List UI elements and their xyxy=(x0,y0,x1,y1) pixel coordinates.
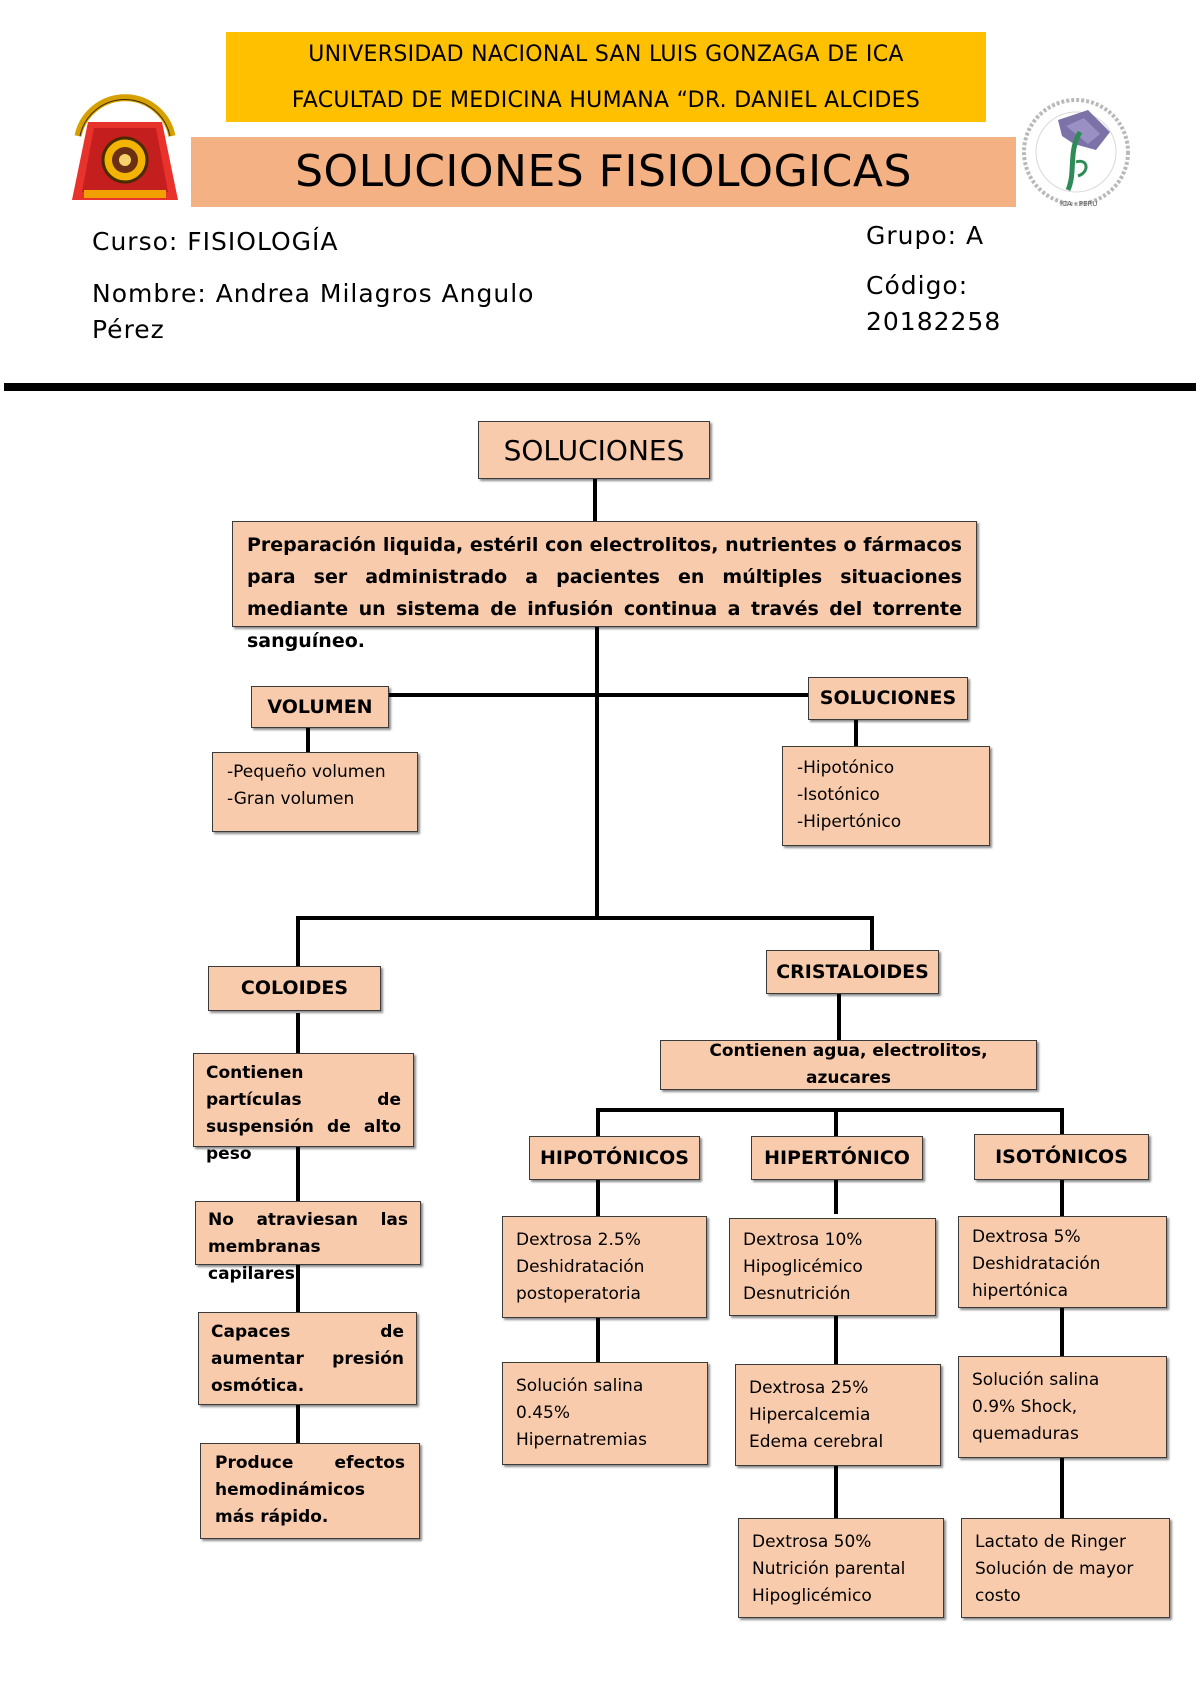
node-hipertonico-3: Dextrosa 50% Nutrición parental Hipoglic… xyxy=(738,1518,944,1618)
connector-line xyxy=(1060,1458,1064,1518)
node-coloides-2: No atraviesan las membranas capilares xyxy=(195,1201,421,1284)
connector-line xyxy=(837,994,841,1040)
header-band: UNIVERSIDAD NACIONAL SAN LUIS GONZAGA DE… xyxy=(226,32,986,122)
node-hipertonico-1: Dextrosa 10% Hipoglicémico Desnutrición xyxy=(729,1218,936,1316)
node-isotonicos-1: Dextrosa 5% Deshidratación hipertónica xyxy=(958,1216,1167,1308)
connector-line xyxy=(834,1180,838,1214)
connector-line xyxy=(834,1466,838,1518)
university-name: UNIVERSIDAD NACIONAL SAN LUIS GONZAGA DE… xyxy=(308,42,904,67)
node-cristaloides: CRISTALOIDES xyxy=(766,950,939,994)
student-name: Nombre: Andrea Milagros Angulo Pérez xyxy=(92,279,535,344)
node-hipertonico: HIPERTÓNICO xyxy=(751,1136,923,1180)
university-seal-icon xyxy=(72,94,178,200)
connector-line xyxy=(296,916,300,966)
faculty-seal-icon: ICA - PERU xyxy=(1022,98,1130,208)
connector-line xyxy=(596,1108,600,1136)
connector-line xyxy=(834,1316,838,1364)
node-hipertonico-2: Dextrosa 25% Hipercalcemia Edema cerebra… xyxy=(735,1364,941,1466)
faculty-name: FACULTAD DE MEDICINA HUMANA “DR. DANIEL … xyxy=(291,88,921,113)
node-hipotonicos-1: Dextrosa 2.5% Deshidratación postoperato… xyxy=(502,1216,707,1318)
connector-line xyxy=(1060,1180,1064,1216)
connector-line xyxy=(296,1265,300,1312)
page-title: SOLUCIONES FISIOLOGICAS xyxy=(191,137,1016,207)
connector-line xyxy=(296,1147,300,1201)
node-root-soluciones: SOLUCIONES xyxy=(478,421,710,479)
node-definition: Preparación liquida, estéril con electro… xyxy=(232,521,977,652)
connector-line xyxy=(596,1180,600,1216)
node-isotonicos: ISOTÓNICOS xyxy=(974,1134,1149,1180)
svg-text:ICA - PERU: ICA - PERU xyxy=(1060,200,1097,208)
connector-line xyxy=(1060,1108,1064,1136)
code-label: Código: xyxy=(866,271,969,300)
node-coloides: COLOIDES xyxy=(208,966,381,1011)
node-coloides-3: Capaces de aumentar presión osmótica. xyxy=(198,1312,417,1405)
connector-line xyxy=(834,1108,838,1136)
connector-line xyxy=(1060,1308,1064,1356)
connector-line xyxy=(854,720,858,746)
connector-line xyxy=(593,479,597,521)
connector-line xyxy=(296,916,874,920)
node-soluciones-items: -Hipotónico -Isotónico -Hipertónico xyxy=(782,746,990,846)
group-label: Grupo: A xyxy=(866,221,985,250)
connector-line xyxy=(870,916,874,950)
connector-line xyxy=(388,693,808,697)
connector-line xyxy=(296,1013,300,1053)
connector-line xyxy=(306,727,310,752)
code-value: 20182258 xyxy=(866,307,1002,336)
node-hipotonicos-2: Solución salina 0.45% Hipernatremias xyxy=(502,1362,708,1465)
node-volumen: VOLUMEN xyxy=(251,686,389,728)
node-isotonicos-2: Solución salina 0.9% Shock, quemaduras xyxy=(958,1356,1167,1458)
connector-line xyxy=(596,1108,1064,1112)
header-divider xyxy=(4,383,1196,391)
connector-line xyxy=(595,627,599,917)
node-cristaloides-desc: Contienen agua, electrolitos, azucares xyxy=(660,1040,1037,1090)
node-volumen-items: -Pequeño volumen -Gran volumen xyxy=(212,752,418,832)
node-hipotonicos: HIPOTÓNICOS xyxy=(529,1136,700,1180)
node-coloides-4: Produce efectos hemodinámicos más rápido… xyxy=(200,1443,420,1539)
node-isotonicos-3: Lactato de Ringer Solución de mayor cost… xyxy=(961,1518,1170,1618)
course-label: Curso: FISIOLOGÍA xyxy=(92,227,339,256)
connector-line xyxy=(596,1318,600,1362)
connector-line xyxy=(296,1405,300,1443)
node-coloides-1: Contienen partículas de suspensión de al… xyxy=(193,1053,414,1164)
node-soluciones: SOLUCIONES xyxy=(808,677,968,720)
